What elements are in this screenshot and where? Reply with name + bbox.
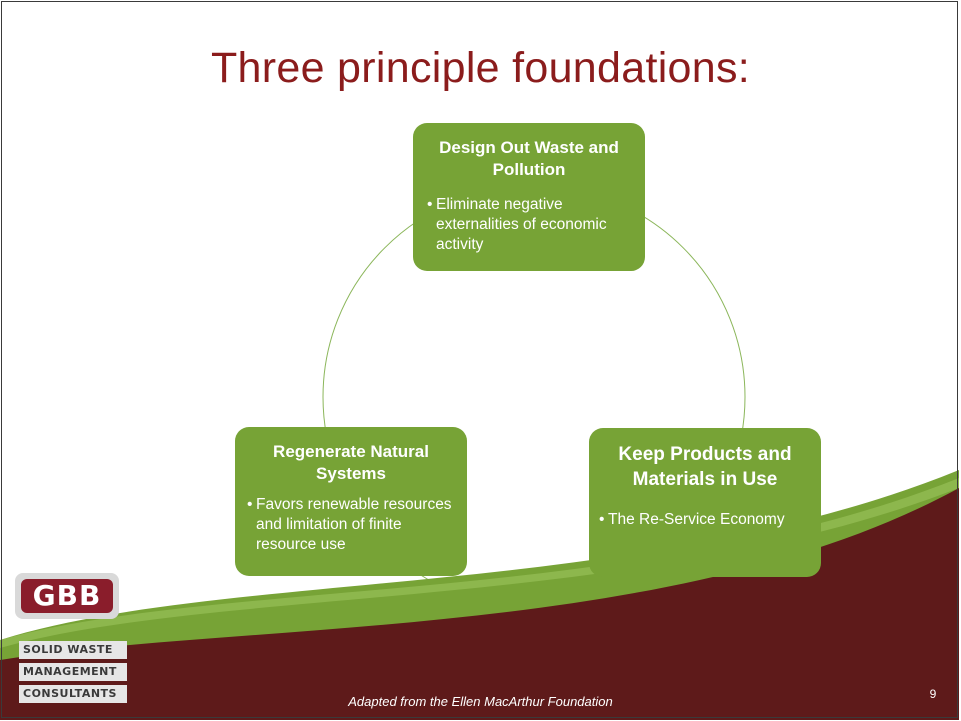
principle-heading: Keep Products and Materials in Use [618,444,792,490]
principle-box-keep-products-in-use: Keep Products and Materials in Use •The … [589,428,821,577]
gbb-logo-mark: GBB [15,573,119,619]
principle-heading: Design Out Waste and Pollution [439,138,619,179]
principle-point-text: Favors renewable resources and limitatio… [256,496,452,553]
principle-point: •The Re-Service Economy [599,510,811,530]
principle-box-regenerate-natural-systems: Regenerate Natural Systems •Favors renew… [235,427,467,576]
logo-line-consultants: CONSULTANTS [19,685,127,703]
bullet-icon: • [247,496,253,513]
slide-title: Three principle foundations: [210,44,751,92]
principle-points: •The Re-Service Economy [599,510,811,530]
bullet-icon: • [599,511,605,528]
logo-line-management: MANAGEMENT [19,663,127,681]
principle-box-design-out-waste: Design Out Waste and Pollution •Eliminat… [413,123,645,271]
gbb-logo: GBB SOLID WASTE MANAGEMENT CONSULTANTS [5,569,133,717]
principle-point: •Favors renewable resources and limitati… [247,495,455,555]
principle-heading: Regenerate Natural Systems [273,442,429,483]
principle-points: •Eliminate negative externalities of eco… [427,195,631,255]
principle-point-text: The Re-Service Economy [608,511,785,528]
source-attribution: Adapted from the Ellen MacArthur Foundat… [348,694,613,709]
principle-points: •Favors renewable resources and limitati… [247,495,455,555]
gbb-logo-letters: GBB [21,579,113,613]
maroon-bottom-band [0,488,959,720]
bullet-icon: • [427,196,433,213]
principle-point: •Eliminate negative externalities of eco… [427,195,631,255]
green-swoosh-highlight [0,478,959,648]
principle-point-text: Eliminate negative externalities of econ… [436,196,607,253]
logo-line-solid-waste: SOLID WASTE [19,641,127,659]
page-number: 9 [929,687,937,701]
